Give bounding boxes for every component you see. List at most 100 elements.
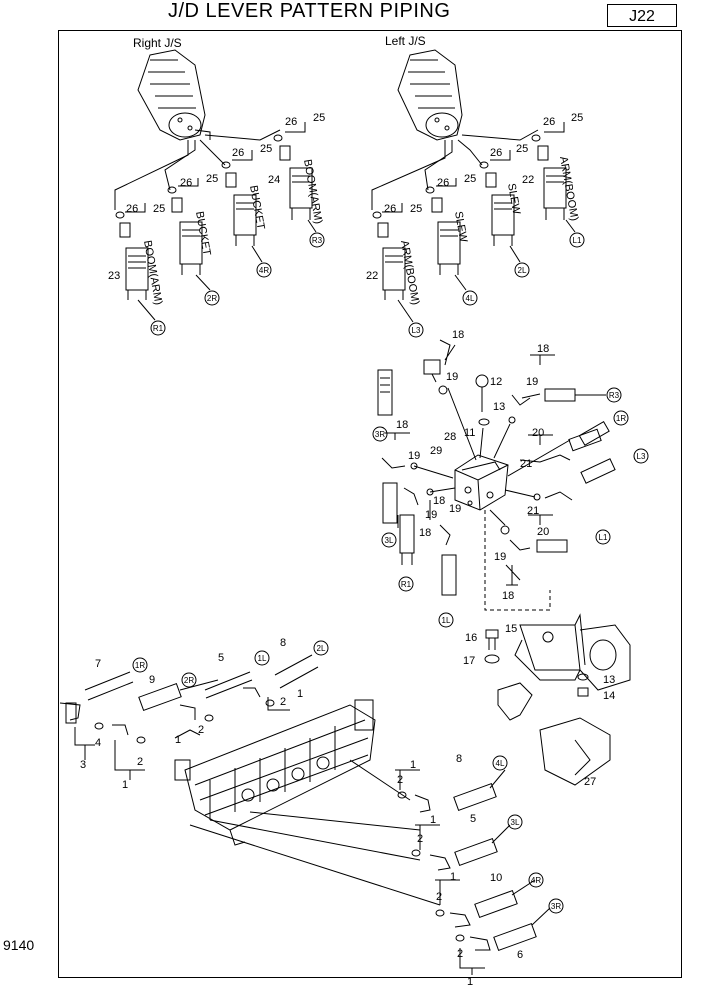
pn-21: 21 <box>527 505 539 517</box>
pn-18: 18 <box>433 495 445 507</box>
hose-label-boom-arm-r2: BOOM(ARM) <box>301 158 324 224</box>
pn-17: 17 <box>463 655 475 667</box>
pn-16: 16 <box>465 632 477 644</box>
pn-20: 20 <box>537 526 549 538</box>
tag-mid-3r: 3R <box>375 430 385 439</box>
drawing-frame <box>58 30 682 978</box>
left-hose-l3 <box>372 211 424 338</box>
pn-22: 22 <box>366 270 378 282</box>
pn-6: 6 <box>517 949 523 961</box>
right-js-label: Right J/S <box>133 36 182 50</box>
pn-18: 18 <box>452 329 464 341</box>
pn-20: 20 <box>532 427 544 439</box>
page-code-box: J22 <box>607 4 677 27</box>
hose-label-slew-l2: SLEW <box>505 182 522 215</box>
tag-mid-r3: R3 <box>609 391 620 400</box>
mid-fittings <box>377 359 616 596</box>
pn-13: 13 <box>603 674 615 686</box>
hose-label-boom-arm-r: BOOM(ARM) <box>141 239 164 305</box>
pn-1: 1 <box>297 688 303 700</box>
pn-24: 24 <box>268 174 280 186</box>
bottom-fittings-right <box>397 791 491 951</box>
pn-12: 12 <box>490 376 502 388</box>
tag-bot-4r: 4R <box>531 876 541 885</box>
pn-3: 3 <box>80 759 86 771</box>
pn-23: 23 <box>108 270 120 282</box>
tag-bot-3r: 3R <box>551 902 561 911</box>
pn-28: 28 <box>444 431 456 443</box>
pn-25: 25 <box>464 173 476 185</box>
tag-bot-2l: 2L <box>317 644 326 653</box>
tag-bot-2r: 2R <box>184 676 194 685</box>
left-brackets <box>382 122 565 213</box>
pn-2: 2 <box>137 756 143 768</box>
pn-25: 25 <box>516 143 528 155</box>
mid-port-circles <box>372 387 649 628</box>
tag-mid-r1: R1 <box>401 580 412 589</box>
pn-27: 27 <box>584 776 596 788</box>
pn-1: 1 <box>467 976 473 988</box>
pn-11: 11 <box>464 427 475 439</box>
figure-code: 9140 <box>3 937 35 953</box>
pn-26: 26 <box>285 116 297 128</box>
pn-15: 15 <box>505 623 517 635</box>
pn-5: 5 <box>218 652 224 664</box>
tag-mid-1l: 1L <box>442 616 451 625</box>
tag-4l: 4L <box>466 294 475 303</box>
pn-10: 10 <box>490 872 502 884</box>
hose-label-arm-boom-l: ARM(BOOM) <box>398 239 421 305</box>
tag-4r: 4R <box>259 266 269 275</box>
pn-19: 19 <box>494 551 506 563</box>
left-js-label: Left J/S <box>385 34 426 48</box>
right-hose-r3 <box>273 134 325 248</box>
hose-label-slew-l1: SLEW <box>452 210 469 243</box>
tag-bot-1r: 1R <box>135 661 145 670</box>
pn-14: 14 <box>603 690 615 702</box>
left-routing-lines <box>371 129 539 210</box>
pn-9: 9 <box>149 674 155 686</box>
pn-21: 21 <box>520 458 532 470</box>
pn-1: 1 <box>430 814 436 826</box>
pn-1: 1 <box>122 779 128 791</box>
pn-1: 1 <box>410 759 416 771</box>
right-hose-4r <box>221 161 272 278</box>
right-brackets <box>125 122 306 213</box>
pn-2: 2 <box>417 833 423 845</box>
pn-8: 8 <box>456 753 462 765</box>
pn-26: 26 <box>543 116 555 128</box>
pn-19: 19 <box>526 376 538 388</box>
pn-25: 25 <box>153 203 165 215</box>
pn-2: 2 <box>397 774 403 786</box>
tag-mid-3l: 3L <box>385 536 394 545</box>
pn-26: 26 <box>384 203 396 215</box>
pn-13: 13 <box>493 401 505 413</box>
pn-26: 26 <box>232 147 244 159</box>
manifold-block <box>454 454 509 511</box>
pn-18: 18 <box>419 527 431 539</box>
pn-5: 5 <box>470 813 476 825</box>
left-hose-2l <box>479 161 530 278</box>
bottom-port-circles <box>132 640 564 914</box>
right-joystick <box>137 49 211 141</box>
pn-18: 18 <box>502 590 514 602</box>
pn-26: 26 <box>490 147 502 159</box>
pn-25: 25 <box>206 173 218 185</box>
bottom-brackets <box>74 697 485 975</box>
pn-19: 19 <box>408 450 420 462</box>
pn-1: 1 <box>450 871 456 883</box>
pn-18: 18 <box>396 419 408 431</box>
tag-mid-1r: 1R <box>616 414 626 423</box>
tag-bot-4l: 4L <box>496 759 505 768</box>
pn-25: 25 <box>410 203 422 215</box>
pn-2: 2 <box>198 724 204 736</box>
pn-22: 22 <box>522 174 534 186</box>
pn-19: 19 <box>449 503 461 515</box>
nut-13-14 <box>577 673 589 697</box>
mid-leader-lines <box>385 339 571 586</box>
bottom-fittings-left <box>59 687 275 744</box>
right-hose-2r <box>167 186 220 306</box>
oring-gasket <box>497 682 533 721</box>
pn-25: 25 <box>313 112 325 124</box>
tag-mid-l3: L3 <box>637 452 646 461</box>
